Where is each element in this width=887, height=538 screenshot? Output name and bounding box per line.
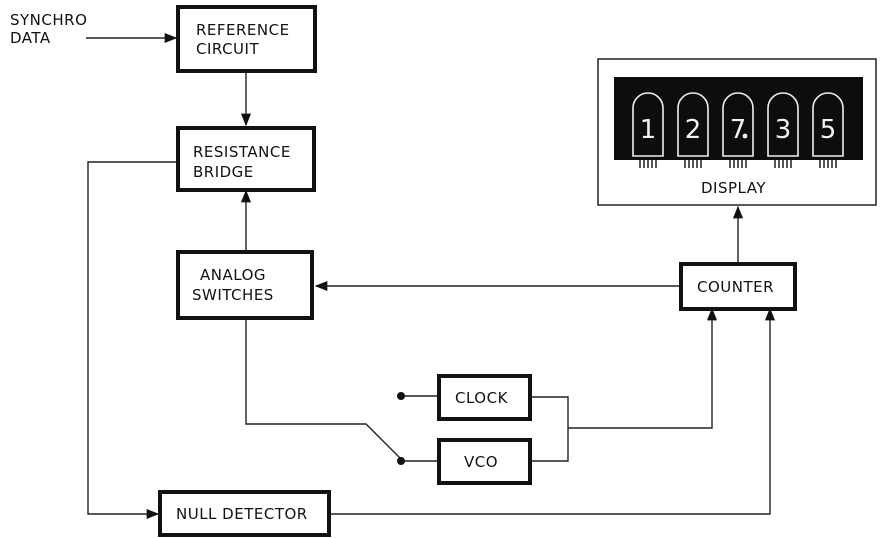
clock-vco-join-line (532, 396, 569, 462)
bridge-to-null-detector-line (87, 161, 178, 520)
reference-circuit-label-line2: CIRCUIT (196, 40, 259, 58)
null-detector-label: NULL DETECTOR (176, 505, 308, 523)
reference-circuit-block: REFERENCE CIRCUIT (176, 5, 317, 73)
reference-circuit-label-line1: REFERENCE (196, 21, 290, 39)
synchro-data-label-line2: DATA (10, 29, 51, 47)
display-tube-window (614, 77, 863, 160)
analog-switches-label-line2: SWITCHES (192, 286, 274, 304)
decimal-point (742, 133, 748, 139)
nixie-tube (677, 92, 709, 157)
oscillator-to-counter-line (568, 307, 718, 429)
clock-block: CLOCK (437, 374, 532, 421)
counter-label: COUNTER (697, 278, 774, 296)
connection-lines (86, 32, 776, 520)
switch-arm-line (245, 318, 401, 459)
vco-block: VCO (437, 438, 532, 485)
analog-switches-block: ANALOG SWITCHES (176, 250, 314, 320)
synchro-data-label-line1: SYNCHRO (10, 11, 87, 29)
analog-switches-label-line1: ANALOG (200, 266, 266, 284)
display-digit: 2 (685, 115, 702, 145)
display-digit: 5 (820, 115, 837, 145)
nixie-tube (767, 92, 799, 157)
display-label: DISPLAY (701, 179, 766, 197)
nixie-tube (722, 92, 754, 157)
nixie-tube (632, 92, 664, 157)
clock-label: CLOCK (455, 389, 509, 407)
display-digit: 1 (640, 115, 657, 145)
counter-block: COUNTER (679, 262, 797, 311)
vco-label: VCO (464, 453, 498, 471)
vco-terminal-dot (397, 457, 405, 465)
resistance-bridge-label-line2: BRIDGE (193, 163, 254, 181)
display-digit: 7 (730, 115, 747, 145)
null-detector-block: NULL DETECTOR (158, 490, 331, 537)
resistance-bridge-block: RESISTANCE BRIDGE (176, 126, 316, 192)
clock-terminal-dot (397, 392, 405, 400)
display-digit: 3 (775, 115, 792, 145)
resistance-bridge-label-line1: RESISTANCE (193, 143, 291, 161)
nixie-tube (812, 92, 844, 157)
null-detector-to-counter-line (331, 307, 776, 515)
